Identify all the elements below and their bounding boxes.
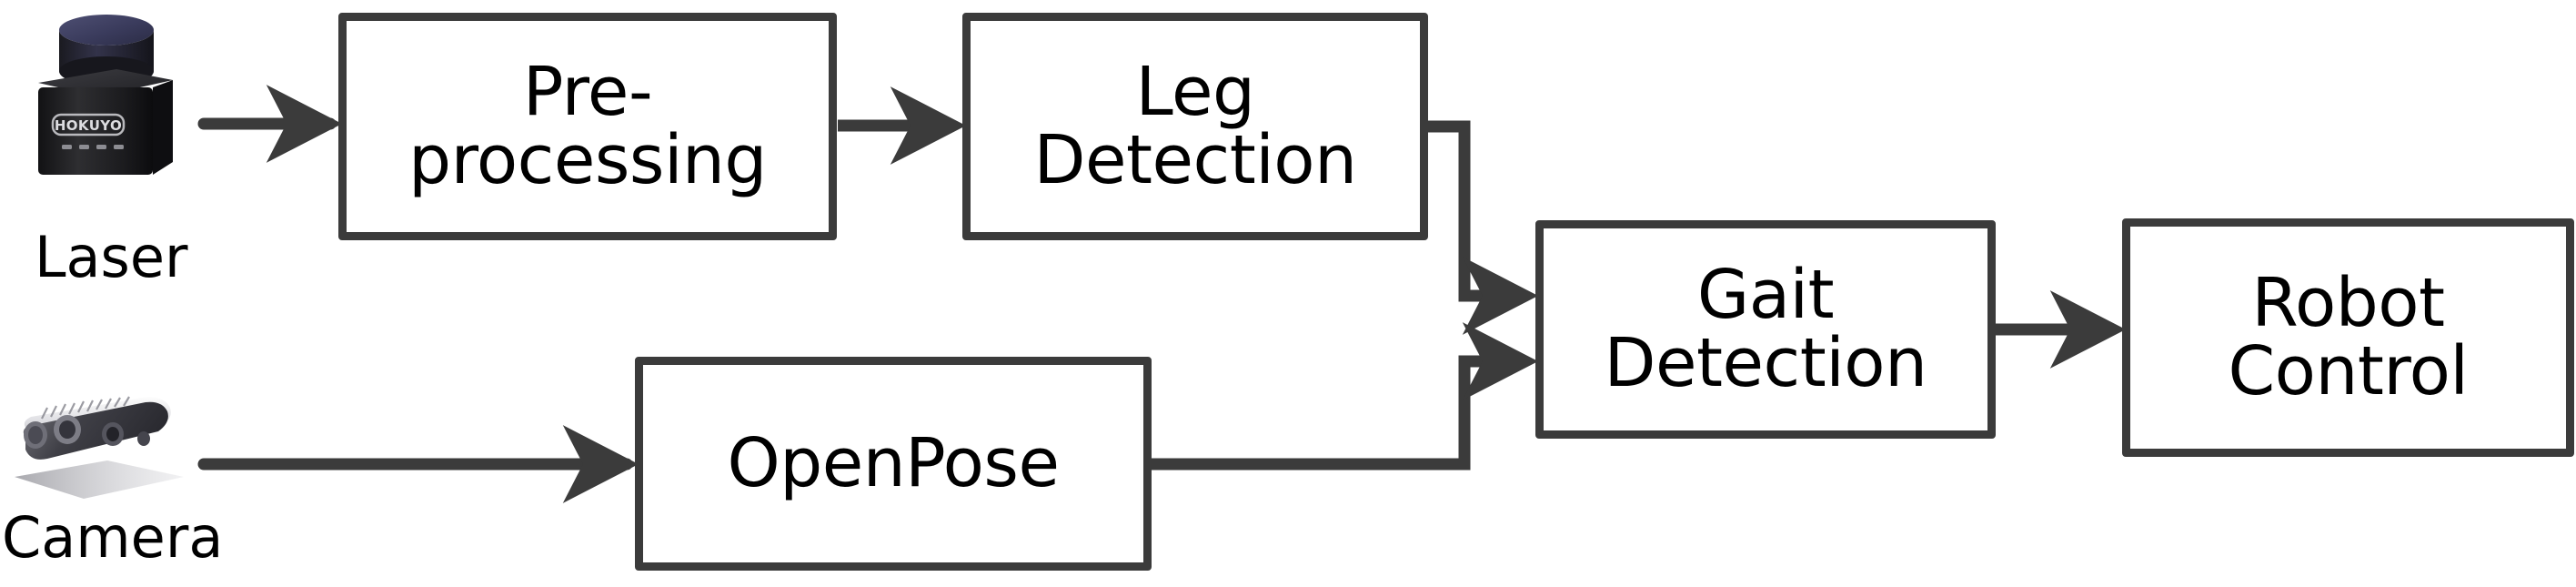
node-robot-control[interactable]: Robot Control: [2122, 218, 2574, 457]
node-gait-detection-label: Gait Detection: [1604, 255, 1928, 402]
sensor-label-laser: Laser: [35, 224, 188, 290]
edge-leg-to-gait: [1428, 120, 1539, 335]
node-openpose[interactable]: OpenPose: [635, 357, 1152, 571]
node-pre-processing[interactable]: Pre- processing: [338, 13, 837, 240]
node-gait-detection[interactable]: Gait Detection: [1535, 220, 1996, 439]
node-robot-control-label: Robot Control: [2228, 263, 2470, 410]
node-pre-processing-label: Pre- processing: [408, 52, 767, 199]
node-leg-detection-label: Leg Detection: [1033, 52, 1358, 199]
depth-camera-icon: [15, 396, 184, 499]
sensor-label-camera: Camera: [2, 504, 224, 571]
edge-openpose-to-gait: [1152, 322, 1539, 471]
svg-text:HOKUYO: HOKUYO: [55, 117, 122, 134]
node-leg-detection[interactable]: Leg Detection: [962, 13, 1428, 240]
node-openpose-label: OpenPose: [727, 423, 1061, 502]
laser-scanner-icon: HOKUYO: [38, 15, 173, 175]
